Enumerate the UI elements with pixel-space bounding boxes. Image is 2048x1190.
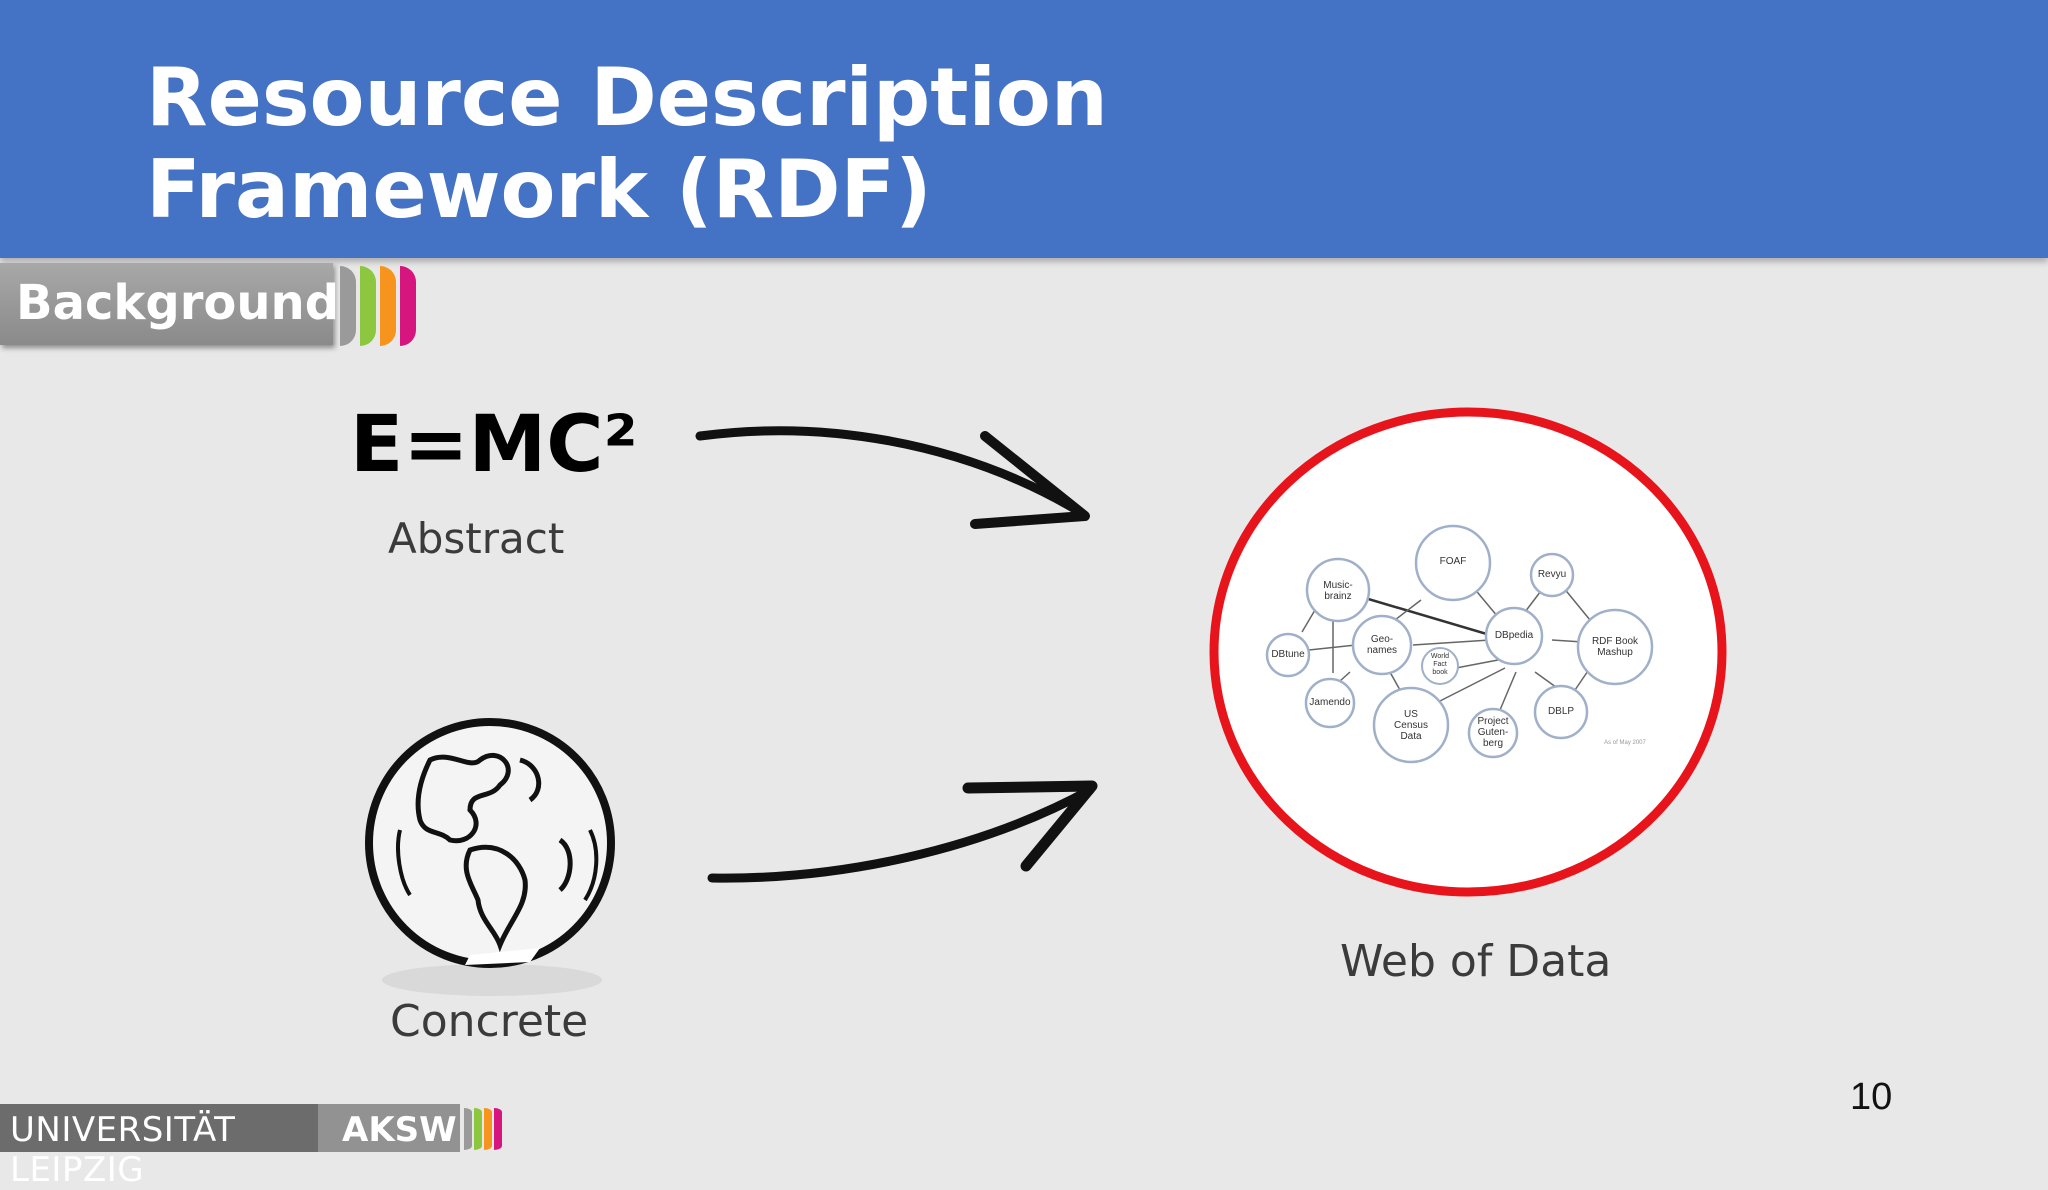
footer-stripe-orange bbox=[484, 1108, 492, 1150]
footer-group-label: AKSW bbox=[342, 1110, 457, 1150]
slide-title: Resource Description Framework (RDF) bbox=[146, 52, 1108, 236]
node-geonames bbox=[1351, 614, 1413, 676]
node-musicbrainz bbox=[1305, 557, 1371, 623]
node-gutenberg bbox=[1467, 707, 1519, 759]
section-tab-label: Background bbox=[16, 275, 340, 331]
label-geonames: Geo-names bbox=[1366, 634, 1397, 656]
title-line-1: Resource Description bbox=[146, 51, 1108, 144]
web-of-data-circle bbox=[1209, 407, 1727, 897]
footer-university: UNIVERSITÄT LEIPZIG bbox=[0, 1104, 318, 1190]
stripe-gray bbox=[340, 266, 356, 346]
footer-stripe-gray bbox=[464, 1108, 472, 1150]
footer-stripe-pink bbox=[494, 1108, 502, 1150]
title-line-2: Framework (RDF) bbox=[146, 143, 932, 236]
arrow-abstract-icon bbox=[695, 426, 1090, 529]
arrow-concrete-icon bbox=[707, 780, 1098, 883]
node-dblp bbox=[1533, 684, 1589, 740]
footer-group: AKSW bbox=[318, 1104, 460, 1152]
globe-icon bbox=[365, 718, 615, 996]
node-uscensus bbox=[1372, 686, 1450, 764]
footer-stripes-logo bbox=[464, 1108, 514, 1152]
slide-graphics bbox=[365, 407, 1727, 996]
stripe-orange bbox=[380, 266, 396, 346]
label-rdfbook: RDF Book Mashup bbox=[1591, 636, 1639, 658]
footer-university-label: UNIVERSITÄT LEIPZIG bbox=[10, 1110, 236, 1190]
node-jamendo bbox=[1304, 677, 1356, 729]
node-rdfbook bbox=[1576, 608, 1654, 686]
label-dbpedia: DBpedia bbox=[1494, 630, 1534, 641]
section-tab: Background bbox=[0, 263, 339, 345]
node-dbpedia bbox=[1484, 606, 1544, 666]
graph-caption: As of May 2007 bbox=[1604, 740, 1646, 746]
web-of-data-label: Web of Data bbox=[1340, 936, 1612, 987]
node-foaf bbox=[1414, 524, 1492, 602]
label-revyu: Revyu bbox=[1537, 569, 1567, 580]
stripe-green bbox=[360, 266, 376, 346]
label-dblp: DBLP bbox=[1547, 706, 1575, 717]
label-foaf: FOAF bbox=[1439, 556, 1467, 567]
page-number: 10 bbox=[1850, 1076, 1893, 1118]
stripe-pink bbox=[400, 266, 416, 346]
slide-header: Resource Description Framework (RDF) bbox=[0, 0, 2048, 258]
footer-stripe-green bbox=[474, 1108, 482, 1150]
abstract-label: Abstract bbox=[388, 514, 565, 563]
node-revyu bbox=[1529, 552, 1575, 598]
formula-emc2: E=MC² bbox=[350, 400, 638, 490]
concrete-label: Concrete bbox=[390, 996, 589, 1047]
label-musicbrainz: Music-brainz bbox=[1323, 580, 1353, 602]
tab-stripes-logo bbox=[340, 266, 430, 346]
label-gutenberg: Project Guten-berg bbox=[1477, 716, 1509, 749]
label-worldfactbook: World Fact book bbox=[1430, 653, 1450, 676]
label-jamendo: Jamendo bbox=[1309, 697, 1351, 708]
node-worldfactbook bbox=[1421, 647, 1459, 685]
node-dbtune bbox=[1265, 632, 1311, 678]
label-uscensus: US Census Data bbox=[1394, 709, 1428, 742]
label-dbtune: DBtune bbox=[1271, 649, 1305, 660]
lod-nodes bbox=[1265, 524, 1654, 764]
